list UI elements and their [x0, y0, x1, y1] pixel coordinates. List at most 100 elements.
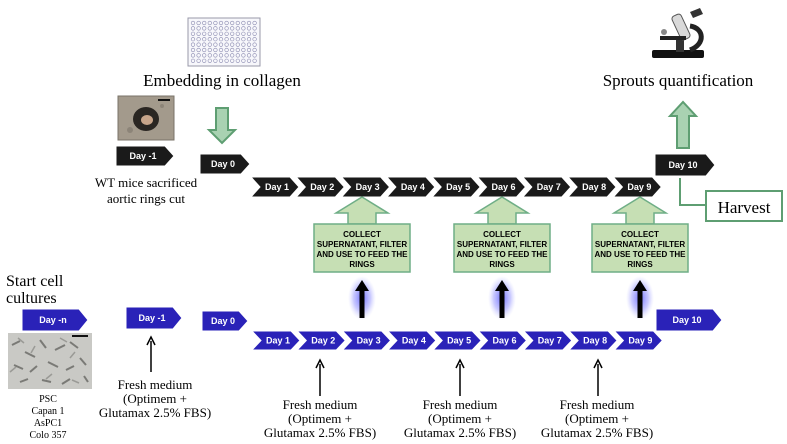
well-icon [252, 42, 257, 47]
top-day-chevron-1-label: Day 1 [265, 182, 289, 192]
well-icon [241, 47, 246, 53]
microscope-icon [652, 8, 704, 58]
well-icon [235, 20, 240, 26]
well-icon [241, 31, 246, 36]
well-icon [213, 26, 218, 31]
medium-arrow-head-icon [593, 358, 603, 369]
top-day-chevron-8-shape [566, 176, 617, 198]
bottom-day0-chevron: Day 0 [201, 310, 249, 332]
top-day-chevron-9: Day 9 [612, 176, 663, 198]
wt-note-line2: aortic rings cut [107, 191, 185, 206]
well-icon [224, 26, 229, 31]
top-day-chevron-5: Day 5 [431, 176, 481, 198]
bottom-day10-chevron-shape [655, 308, 723, 332]
medium-arrow-head-icon [146, 335, 156, 346]
well-icon [196, 20, 201, 26]
bottom-day-chevron-3: Day 3 [341, 330, 392, 351]
medium-arrow-head-icon [455, 358, 465, 369]
collect-box-line-3: AND USE TO FEED THE [457, 250, 549, 259]
top-day-chevron-3-label: Day 3 [356, 182, 380, 192]
well-icon [190, 42, 196, 47]
fresh-medium-line-1: Fresh medium [560, 397, 635, 412]
top-day-chevron-6: Day 6 [476, 176, 527, 198]
well-icon [246, 42, 252, 47]
fresh-medium-line-2: (Optimem + [123, 391, 187, 406]
sprouts-title: Sprouts quantification [603, 71, 754, 90]
well-icon [235, 53, 240, 58]
top-day-chevron-5-label: Day 5 [446, 182, 470, 192]
well-icon [218, 31, 224, 36]
bottom-day-chevron-6: Day 6 [477, 330, 528, 351]
well-icon [218, 47, 224, 53]
fresh-medium-group: Fresh medium(Optimem +Glutamax 2.5% FBS)… [99, 335, 653, 440]
top-day0-chevron-label: Day 0 [211, 159, 235, 169]
top-day-chevron-3: Day 3 [340, 176, 391, 198]
bottom-day-chevron-5: Day 5 [432, 330, 482, 351]
bottom-day-chevron-2: Day 2 [296, 330, 346, 351]
well-icon [202, 20, 207, 26]
well-icon [202, 37, 207, 42]
well-icon [252, 53, 257, 58]
fresh-medium-2: Fresh medium(Optimem +Glutamax 2.5% FBS) [264, 358, 376, 440]
well-icon [213, 42, 218, 47]
collect-arrow-head [473, 196, 531, 225]
well-icon [246, 47, 252, 53]
bottom-day-chevron-1-shape [250, 330, 301, 351]
well-icon [230, 42, 235, 47]
top-day-chevron-8-label: Day 8 [582, 182, 606, 192]
fresh-medium-line-3: Glutamax 2.5% FBS) [99, 405, 211, 420]
well-icon [207, 58, 212, 63]
well-icon [207, 47, 212, 53]
fresh-medium-4: Fresh medium(Optimem +Glutamax 2.5% FBS) [541, 358, 653, 440]
harvest-connector [679, 178, 706, 206]
cell-line-1: PSC [39, 394, 57, 405]
harvest-label: Harvest [718, 198, 771, 217]
well-icon [207, 31, 212, 36]
bottom-day10-chevron: Day 10 [655, 308, 723, 332]
well-icon [190, 47, 196, 53]
well-icon [252, 26, 257, 31]
well-icon [190, 53, 196, 58]
collect-box-line-1: COLLECT [483, 230, 521, 239]
bottom-day-chevron-9: Day 9 [613, 330, 664, 351]
well-icon [196, 31, 201, 36]
top-day0-chevron: Day 0 [199, 153, 251, 175]
well-icon [190, 58, 196, 63]
bottom-day0-chevron-label: Day 0 [211, 316, 235, 326]
bottom-day-chevron-7-shape [522, 330, 573, 351]
well-icon [224, 47, 229, 53]
top-day-minus1-chevron-shape [115, 145, 175, 167]
well-icon [213, 47, 218, 53]
well-icon [196, 26, 201, 31]
collect-box-line-1: COLLECT [621, 230, 659, 239]
fresh-medium-1: Fresh medium(Optimem +Glutamax 2.5% FBS) [99, 335, 211, 420]
well-icon [241, 26, 246, 31]
well-icon [213, 31, 218, 36]
collect-box-line-2: SUPERNATANT, FILTER [457, 240, 547, 249]
well-icon [213, 20, 218, 26]
well-icon [218, 20, 224, 26]
start-title-line1: Start cell [6, 273, 64, 290]
well-icon [224, 42, 229, 47]
top-day-minus1-chevron: Day -1 [115, 145, 175, 167]
bottom-day-chevron-6-shape [477, 330, 528, 351]
well-icon [202, 53, 207, 58]
well-icon [202, 26, 207, 31]
well-icon [241, 53, 246, 58]
well-plate-icon [187, 17, 261, 67]
bottom-day-chevron-1: Day 1 [250, 330, 301, 351]
bottom-day-chevron-9-shape [613, 330, 664, 351]
well-icon [190, 26, 196, 31]
top-day-chevron-6-label: Day 6 [491, 182, 515, 192]
bottom-day-chevron-4: Day 4 [386, 330, 437, 351]
collect-box-line-4: RINGS [489, 260, 515, 269]
bottom-day-chevron-2-label: Day 2 [311, 336, 335, 346]
bottom-day-minus1-chevron-label: Day -1 [138, 313, 165, 323]
wt-note-line1: WT mice sacrificed [95, 175, 198, 190]
bottom-day-n-chevron-shape [21, 308, 89, 332]
well-icon [241, 42, 246, 47]
well-icon [207, 20, 212, 26]
well-icon [241, 20, 246, 26]
well-icon [196, 37, 201, 42]
